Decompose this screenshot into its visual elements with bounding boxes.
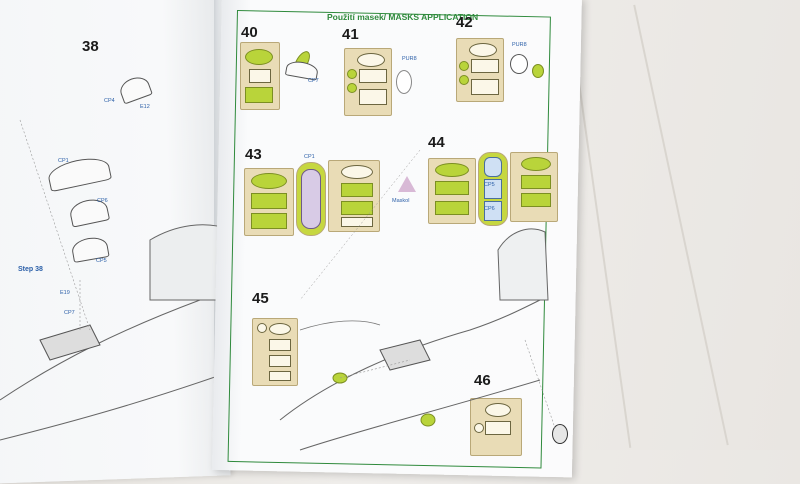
mask-shape — [471, 79, 499, 95]
step-41-number: 41 — [342, 26, 359, 43]
canopy-mask-cp6 — [484, 201, 502, 221]
mask-shape — [245, 87, 273, 103]
label-e12: E12 — [140, 104, 150, 110]
step-38-number: 38 — [82, 38, 99, 55]
mask-shape — [459, 75, 469, 85]
canopy-mask-cp5 — [484, 179, 502, 199]
canopy-mask — [484, 157, 502, 177]
step-43-number: 43 — [245, 146, 262, 163]
mask-shape — [359, 89, 387, 105]
wheel-mask-green — [532, 64, 544, 78]
mask-shape — [347, 83, 357, 93]
label-maskol: Maskol — [392, 198, 410, 204]
mask-shape — [485, 403, 511, 417]
mask-shape — [469, 43, 497, 57]
step-45-number: 45 — [252, 290, 269, 307]
mask-shape — [249, 69, 271, 83]
label-cp7-left: CP7 — [64, 310, 75, 316]
mask-shape — [341, 165, 373, 179]
masks-application-header: Použití masek/ MASKS APPLICATION — [327, 12, 479, 22]
mask-shape — [269, 339, 291, 351]
label-pur8-a: PUR8 — [402, 56, 417, 62]
canopy-mask-cp1 — [301, 169, 321, 229]
step-40-number: 40 — [241, 24, 258, 41]
mask-sheet-43-right — [328, 160, 380, 232]
mask-shape — [359, 69, 387, 83]
label-cp1-left: CP1 — [58, 158, 69, 164]
mask-sheet-44-left — [428, 158, 476, 224]
mask-sheet-44-canopy — [478, 152, 508, 226]
label-cp1-43: CP1 — [304, 154, 315, 160]
label-cp6-left: CP6 — [97, 198, 108, 204]
mask-shape — [459, 61, 469, 71]
mask-shape — [435, 163, 469, 177]
mask-shape — [474, 423, 484, 433]
mask-shape — [269, 371, 291, 381]
wheel-mask — [396, 70, 412, 94]
mask-sheet-42 — [456, 38, 504, 102]
label-cp6-44: CP6 — [484, 206, 495, 212]
mask-shape — [257, 323, 267, 333]
mask-shape — [251, 173, 287, 189]
mask-sheet-45 — [252, 318, 298, 386]
mask-shape — [251, 193, 287, 209]
mask-shape — [269, 323, 291, 335]
wheel-part — [552, 424, 568, 444]
mask-shape — [435, 201, 469, 215]
aircraft-drawing — [279, 149, 556, 451]
label-cp5-left: CP5 — [96, 258, 107, 264]
mask-sheet-41 — [344, 48, 392, 116]
mask-shape — [251, 213, 287, 229]
label-e19: E19 — [60, 290, 70, 296]
mask-shape — [357, 53, 385, 67]
mask-shape — [341, 217, 373, 227]
step-46-number: 46 — [474, 372, 491, 389]
mask-shape — [435, 181, 469, 195]
mask-sheet-43-canopy — [296, 162, 326, 236]
mask-shape — [485, 421, 511, 435]
label-cp4: CP4 — [104, 98, 115, 104]
label-pur8-b: PUR8 — [512, 42, 527, 48]
mask-shape — [521, 157, 551, 171]
mask-shape — [521, 175, 551, 189]
mask-sheet-44-right — [510, 152, 558, 222]
mask-shape — [245, 49, 273, 65]
label-step-38: Step 38 — [18, 266, 43, 273]
mask-shape — [347, 69, 357, 79]
mask-shape — [471, 59, 499, 73]
mask-shape — [341, 183, 373, 197]
mask-sheet-40 — [240, 42, 280, 110]
mask-shape — [341, 201, 373, 215]
wheel-part — [510, 54, 528, 74]
mask-shape — [269, 355, 291, 367]
label-cp7: CP7 — [308, 78, 319, 84]
label-cp5-44: CP5 — [484, 182, 495, 188]
mask-shape — [521, 193, 551, 207]
step-44-number: 44 — [428, 134, 445, 151]
step-42-number: 42 — [456, 14, 473, 31]
mask-sheet-43-left — [244, 168, 294, 236]
